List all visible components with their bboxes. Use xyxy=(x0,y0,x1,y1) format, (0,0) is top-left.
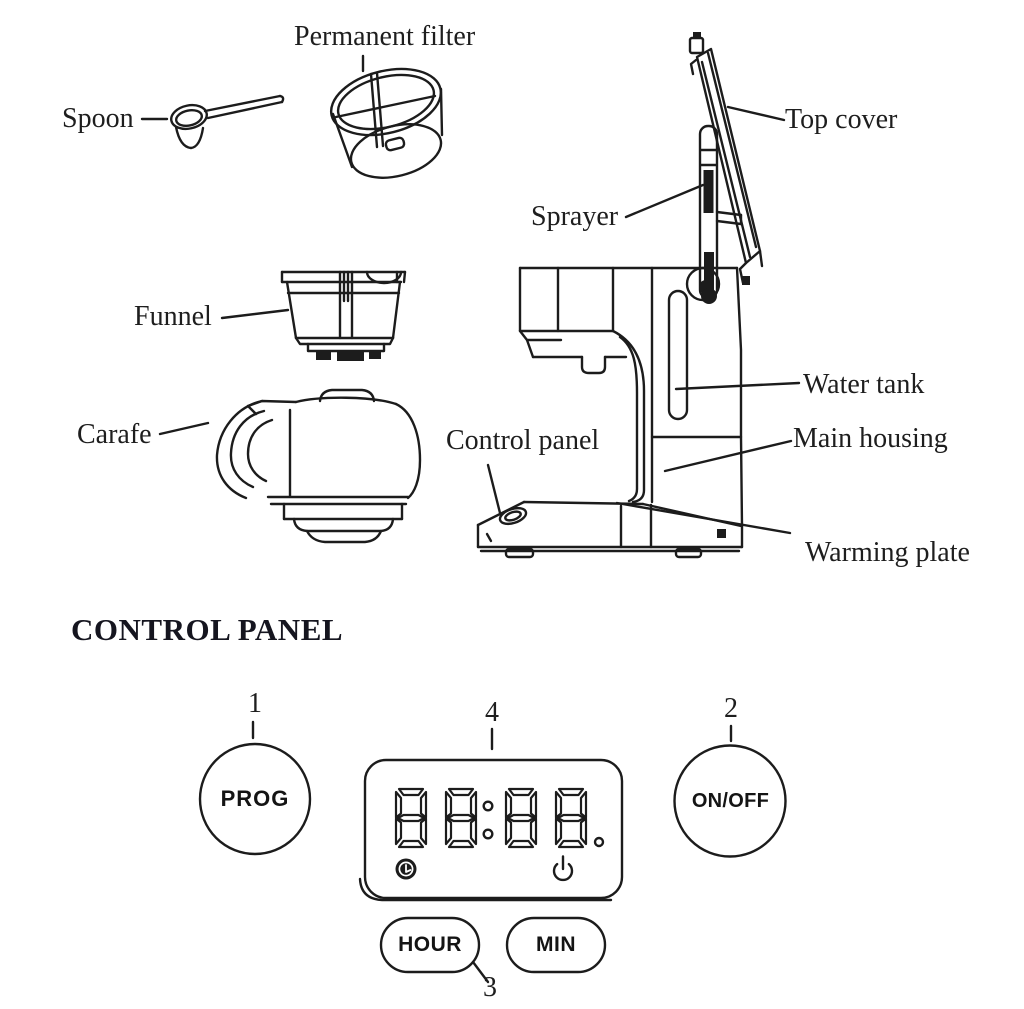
leader-control-panel xyxy=(486,463,502,515)
hour-button-label: HOUR xyxy=(398,933,462,956)
min-button-label: MIN xyxy=(536,933,576,956)
onoff-button-label: ON/OFF xyxy=(691,790,770,812)
top-cover-drawing xyxy=(688,32,764,285)
leader-funnel xyxy=(220,308,290,320)
label-sprayer: Sprayer xyxy=(531,201,619,232)
label-water-tank: Water tank xyxy=(803,369,925,400)
carafe-drawing xyxy=(215,388,422,544)
label-spoon: Spoon xyxy=(62,103,134,134)
colon-dot-top xyxy=(482,800,494,812)
label-carafe: Carafe xyxy=(77,419,152,450)
leader-sprayer xyxy=(624,183,705,219)
onoff-button-outline xyxy=(673,744,787,858)
power-icon xyxy=(552,855,574,882)
colon-dot-bottom xyxy=(482,828,494,840)
control-panel-graphics xyxy=(198,742,787,974)
leader-carafe xyxy=(158,421,210,436)
leader-top-cover xyxy=(726,105,786,122)
label-top-cover: Top cover xyxy=(785,104,898,135)
control-panel-heading: CONTROL PANEL xyxy=(71,612,344,647)
permanent-filter-drawing xyxy=(329,67,444,179)
label-main-housing: Main housing xyxy=(793,423,948,454)
callout-1-prog: 1 xyxy=(248,688,262,719)
leader-water-tank xyxy=(674,381,801,391)
callout-2-onoff: 2 xyxy=(724,693,738,724)
display-outline xyxy=(363,758,624,900)
main-housing-drawing xyxy=(476,266,744,559)
min-button-outline xyxy=(505,916,607,974)
clock-display-value: 88:88 xyxy=(365,760,366,761)
label-funnel: Funnel xyxy=(134,301,212,332)
base-power-button xyxy=(498,506,528,526)
indicator-dot xyxy=(593,836,605,848)
callout-3-hour-min: 3 xyxy=(483,972,497,1003)
clock-display: 88:88 xyxy=(365,760,622,898)
spoon-drawing xyxy=(170,94,285,150)
prog-button-outline xyxy=(198,742,312,856)
funnel-drawing xyxy=(280,270,407,361)
callout-4-display: 4 xyxy=(485,697,499,728)
tick-callout-3 xyxy=(471,960,490,984)
label-control-panel: Control panel xyxy=(446,425,600,456)
hour-button-outline xyxy=(379,916,481,974)
label-permanent-filter: Permanent filter xyxy=(294,21,476,52)
seven-segment-digits xyxy=(394,787,605,849)
leader-lines xyxy=(140,54,801,984)
leader-main-housing xyxy=(663,439,793,473)
timer-clock-icon xyxy=(395,858,417,880)
prog-button-label: PROG xyxy=(220,786,290,811)
leader-warming-plate xyxy=(615,501,792,535)
sprayer-drawing xyxy=(698,124,743,304)
label-warming-plate: Warming plate xyxy=(805,537,970,568)
